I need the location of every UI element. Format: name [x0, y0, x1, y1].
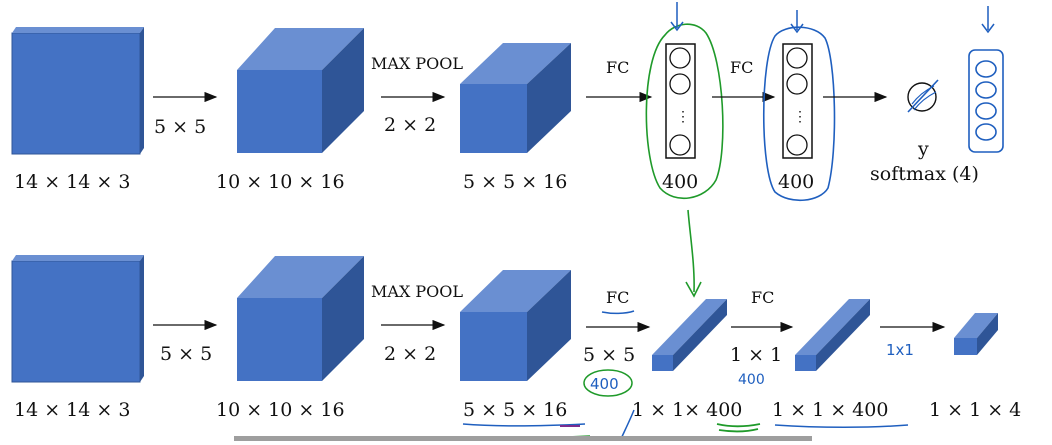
- top-fc1-green-annotation: [645, 23, 724, 200]
- top-conv-volume: [237, 28, 364, 153]
- top-fc1-layer: ⋮: [665, 43, 696, 159]
- bottom-fc1-label-underline: [601, 310, 635, 315]
- bottom-output-dims: 1 × 1 × 4: [929, 399, 1021, 421]
- top-conv-dims: 10 × 10 × 16: [216, 171, 345, 193]
- bottom-fc1-label: FC: [606, 288, 629, 307]
- bottom-conv-volume: [237, 256, 364, 381]
- top-output-down-arrow: [981, 6, 995, 34]
- bottom-fc1-dims-underline: [716, 423, 761, 433]
- top-input-volume: [11, 27, 144, 155]
- top-fc2-layer: ⋮: [782, 43, 813, 159]
- bottom-fc1-dims: 1 × 1× 400: [632, 399, 742, 421]
- bottom-fc2-volume: [795, 299, 870, 371]
- bottom-fc1-annotation-text: 400: [590, 375, 619, 393]
- bottom-fc2-dims: 1 × 1 × 400: [772, 399, 888, 421]
- green-connector-arrow: [685, 209, 702, 298]
- bottom-fc3-filter: 1x1: [886, 341, 914, 359]
- svg-text:⋮: ⋮: [793, 109, 807, 125]
- bottom-fc2-dims-underline: [774, 424, 909, 428]
- bottom-input-dims: 14 × 14 × 3: [14, 399, 130, 421]
- top-softmax-nodes-annotation: [968, 49, 1004, 153]
- bottom-conv-dims: 10 × 10 × 16: [216, 399, 345, 421]
- top-output-desc: softmax (4): [870, 163, 979, 185]
- top-pool-volume: [460, 43, 571, 153]
- top-conv-filter: 5 × 5: [154, 116, 206, 138]
- top-fc1-label: FC: [606, 58, 629, 77]
- top-pool-label: MAX POOL: [371, 54, 463, 73]
- bottom-fc1-filter: 5 × 5: [583, 344, 635, 366]
- bottom-fc2-filter: 1 × 1: [730, 344, 782, 366]
- bottom-pool-volume: [460, 270, 571, 381]
- top-fc2-blue-annotation: [763, 26, 836, 202]
- top-pool-dims: 5 × 5 × 16: [463, 171, 567, 193]
- bottom-output-volume: [954, 313, 998, 355]
- bottom-fc1-volume: [652, 299, 727, 371]
- bottom-pool-dims-underline: [462, 423, 586, 427]
- bottom-pool-label: MAX POOL: [371, 282, 463, 301]
- top-fc2-label: FC: [730, 58, 753, 77]
- bottom-fc2-annotation: 400: [738, 372, 765, 388]
- top-pool-size: 2 × 2: [384, 114, 436, 136]
- bottom-fc1-annotation: 400: [583, 369, 633, 397]
- bottom-pool-size: 2 × 2: [384, 343, 436, 365]
- bottom-pool-dims: 5 × 5 × 16: [463, 399, 567, 421]
- top-input-dims: 14 × 14 × 3: [14, 171, 130, 193]
- top-fc1-down-arrow: [670, 2, 684, 32]
- bottom-conv-filter: 5 × 5: [160, 343, 212, 365]
- top-fc2-down-arrow: [790, 10, 804, 34]
- bottom-input-volume: [11, 255, 144, 383]
- svg-text:⋮: ⋮: [676, 109, 690, 125]
- top-output-var: y: [917, 138, 929, 160]
- top-fc1-units: 400: [662, 171, 698, 193]
- video-progress-bar[interactable]: [234, 436, 812, 441]
- top-fc2-units: 400: [778, 171, 814, 193]
- bottom-fc2-label: FC: [751, 288, 774, 307]
- top-output-node: [907, 79, 939, 113]
